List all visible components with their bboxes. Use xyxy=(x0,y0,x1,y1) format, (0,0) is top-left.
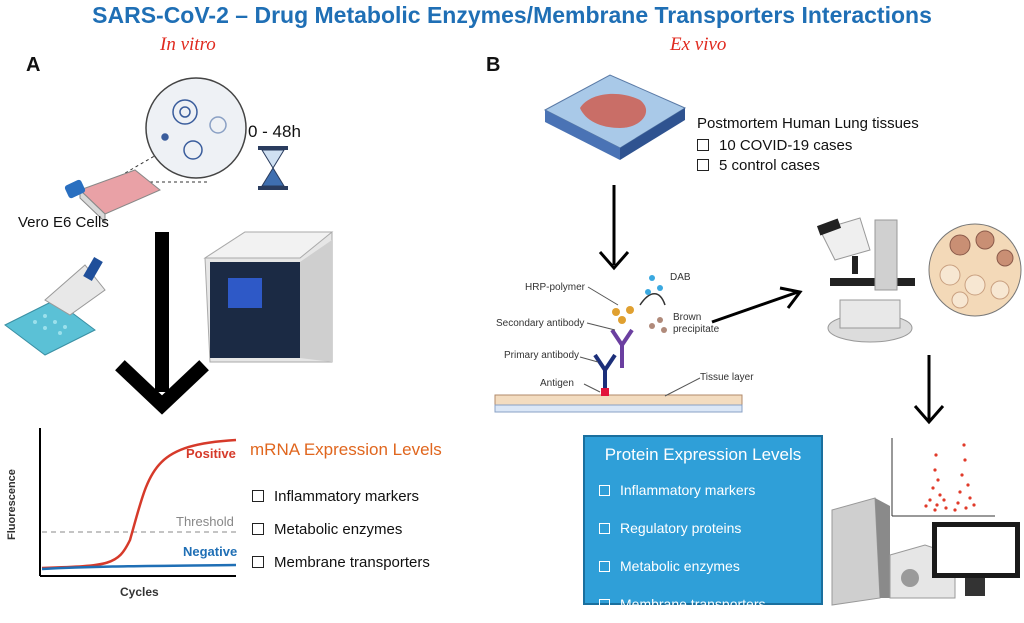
chart-ylabel: Fluorescence xyxy=(6,469,18,540)
panel-a-subtitle: In vitro xyxy=(160,34,216,55)
tissues-heading: Postmortem Human Lung tissues xyxy=(697,115,919,132)
list-item: 10 COVID-19 cases xyxy=(697,136,852,156)
pcr-machine-icon xyxy=(203,231,334,363)
hrp-label: HRP-polymer xyxy=(525,282,586,293)
cell-flask-icon xyxy=(64,169,161,224)
computer-icon xyxy=(831,497,1020,606)
list-item: Regulatory proteins xyxy=(599,509,821,547)
positive-label: Positive xyxy=(186,446,236,461)
mrna-heading: mRNA Expression Levels xyxy=(250,440,442,459)
checkbox-icon xyxy=(252,523,264,535)
checkbox-icon xyxy=(697,159,709,171)
checkbox-icon xyxy=(252,556,264,568)
list-item: Inflammatory markers xyxy=(252,480,430,513)
list-item: Inflammatory markers xyxy=(599,471,821,509)
diagram-illustration xyxy=(4,74,1022,606)
protein-list: Inflammatory markers Regulatory proteins… xyxy=(585,471,821,623)
checkbox-icon xyxy=(599,523,610,534)
cell-zoom-circle xyxy=(928,223,1022,317)
mrna-list: Inflammatory markers Metabolic enzymes M… xyxy=(252,480,430,579)
checkbox-icon xyxy=(599,599,610,610)
secondary-label: Secondary antibody xyxy=(496,318,585,329)
checkbox-icon xyxy=(599,485,610,496)
microscope-icon xyxy=(816,217,915,343)
checkbox-icon xyxy=(252,490,264,502)
virus-icon xyxy=(161,99,227,160)
list-item: Membrane transporters xyxy=(252,546,430,579)
threshold-label: Threshold xyxy=(176,514,234,529)
negative-label: Negative xyxy=(183,544,238,559)
list-item: Metabolic enzymes xyxy=(599,547,821,585)
pipette-plate-icon xyxy=(4,256,106,356)
checkbox-icon xyxy=(599,561,610,572)
list-item: 5 control cases xyxy=(697,156,852,176)
time-label: 0 - 48h xyxy=(248,122,301,141)
cells-label: Vero E6 Cells xyxy=(18,214,109,231)
diagonal-arrow-icon xyxy=(711,286,803,324)
protein-heading: Protein Expression Levels xyxy=(604,445,802,464)
dab-label: DAB xyxy=(670,272,691,283)
scatter-plot-icon xyxy=(891,438,995,517)
panel-b-letter: B xyxy=(486,54,501,76)
tissue-slide-icon xyxy=(543,74,687,160)
protein-expression-box: Protein Expression Levels Inflammatory m… xyxy=(583,435,823,612)
virus-zoom-circle xyxy=(119,77,247,183)
precipitate-label: precipitate xyxy=(673,324,720,335)
down-arrow-b1-icon xyxy=(598,185,630,271)
list-item: Metabolic enzymes xyxy=(252,513,430,546)
panel-a-letter: A xyxy=(26,54,41,76)
brown-label: Brown xyxy=(673,312,702,323)
antigen-label: Antigen xyxy=(540,378,574,389)
primary-label: Primary antibody xyxy=(504,350,580,361)
hourglass-icon xyxy=(258,146,288,190)
page-title: SARS-CoV-2 – Drug Metabolic Enzymes/Memb… xyxy=(92,2,932,28)
checkbox-icon xyxy=(697,139,709,151)
ihc-schematic xyxy=(494,275,743,413)
tissues-list: 10 COVID-19 cases 5 control cases xyxy=(697,136,852,176)
tissue-layer-label: Tissue layer xyxy=(700,372,754,383)
down-arrow-icon xyxy=(115,232,209,415)
panel-b-subtitle: Ex vivo xyxy=(670,34,727,55)
list-item: Membrane transporters xyxy=(599,585,821,623)
chart-xlabel: Cycles xyxy=(120,585,159,599)
down-arrow-b2-icon xyxy=(913,355,945,425)
qpcr-chart xyxy=(39,428,237,577)
